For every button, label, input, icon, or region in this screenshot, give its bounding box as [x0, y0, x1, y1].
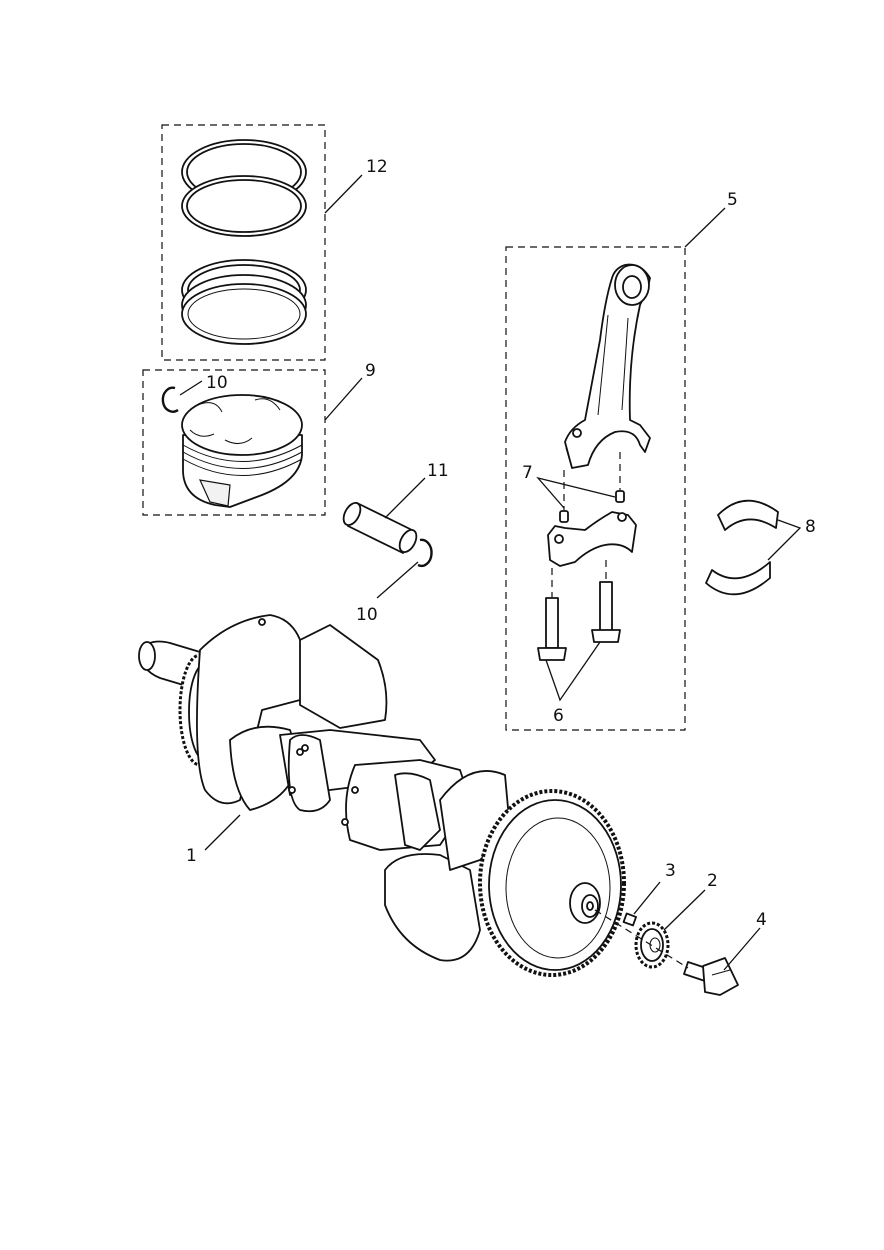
callout-1: 1: [186, 846, 197, 866]
leader-6: [545, 641, 601, 702]
circlip-lower: [417, 538, 433, 567]
callout-10-lower: 10: [356, 605, 378, 625]
piston-group-box: [142, 369, 326, 516]
dowel-pin-left: [559, 510, 569, 523]
leader-4: [723, 927, 761, 971]
leader-7: [536, 476, 616, 509]
leader-3: [633, 881, 661, 915]
leader-1: [204, 814, 241, 851]
dowel-pin-right: [615, 490, 625, 503]
piston-rings: [181, 139, 307, 345]
leader-2: [663, 889, 706, 931]
callout-3: 3: [665, 861, 676, 881]
callout-4: 4: [756, 910, 767, 930]
bearing-shell-upper: [717, 499, 779, 531]
connecting-rod-group-box: [505, 246, 686, 731]
leader-12: [324, 174, 363, 214]
crankshaft: [138, 614, 626, 977]
callout-2: 2: [707, 871, 718, 891]
leader-10-lower: [376, 561, 419, 599]
leader-10-upper: [179, 380, 203, 396]
connecting-rod-cap: [547, 511, 637, 567]
leader-9: [324, 377, 363, 421]
leader-5: [684, 207, 726, 248]
leader-8: [767, 519, 802, 561]
piston: [181, 394, 303, 508]
connecting-rod: [564, 263, 651, 469]
callout-12: 12: [366, 157, 388, 177]
circlip-upper: [161, 386, 179, 413]
connecting-rod-bolt-right: [591, 581, 621, 643]
callout-8: 8: [805, 517, 816, 537]
callout-6: 6: [553, 706, 564, 726]
bearing-shell-lower: [705, 561, 771, 596]
callout-7: 7: [522, 463, 533, 483]
callout-10-upper: 10: [206, 373, 228, 393]
callout-5: 5: [727, 190, 738, 210]
leader-11: [384, 477, 426, 519]
callout-9: 9: [365, 361, 376, 381]
callout-11: 11: [427, 461, 449, 481]
piston-rings-group-box: [161, 124, 326, 361]
crankshaft-bolt: [683, 957, 739, 996]
gudgeon-pin: [342, 502, 418, 554]
woodruff-key: [622, 912, 637, 927]
connecting-rod-bolt-left: [537, 597, 567, 661]
